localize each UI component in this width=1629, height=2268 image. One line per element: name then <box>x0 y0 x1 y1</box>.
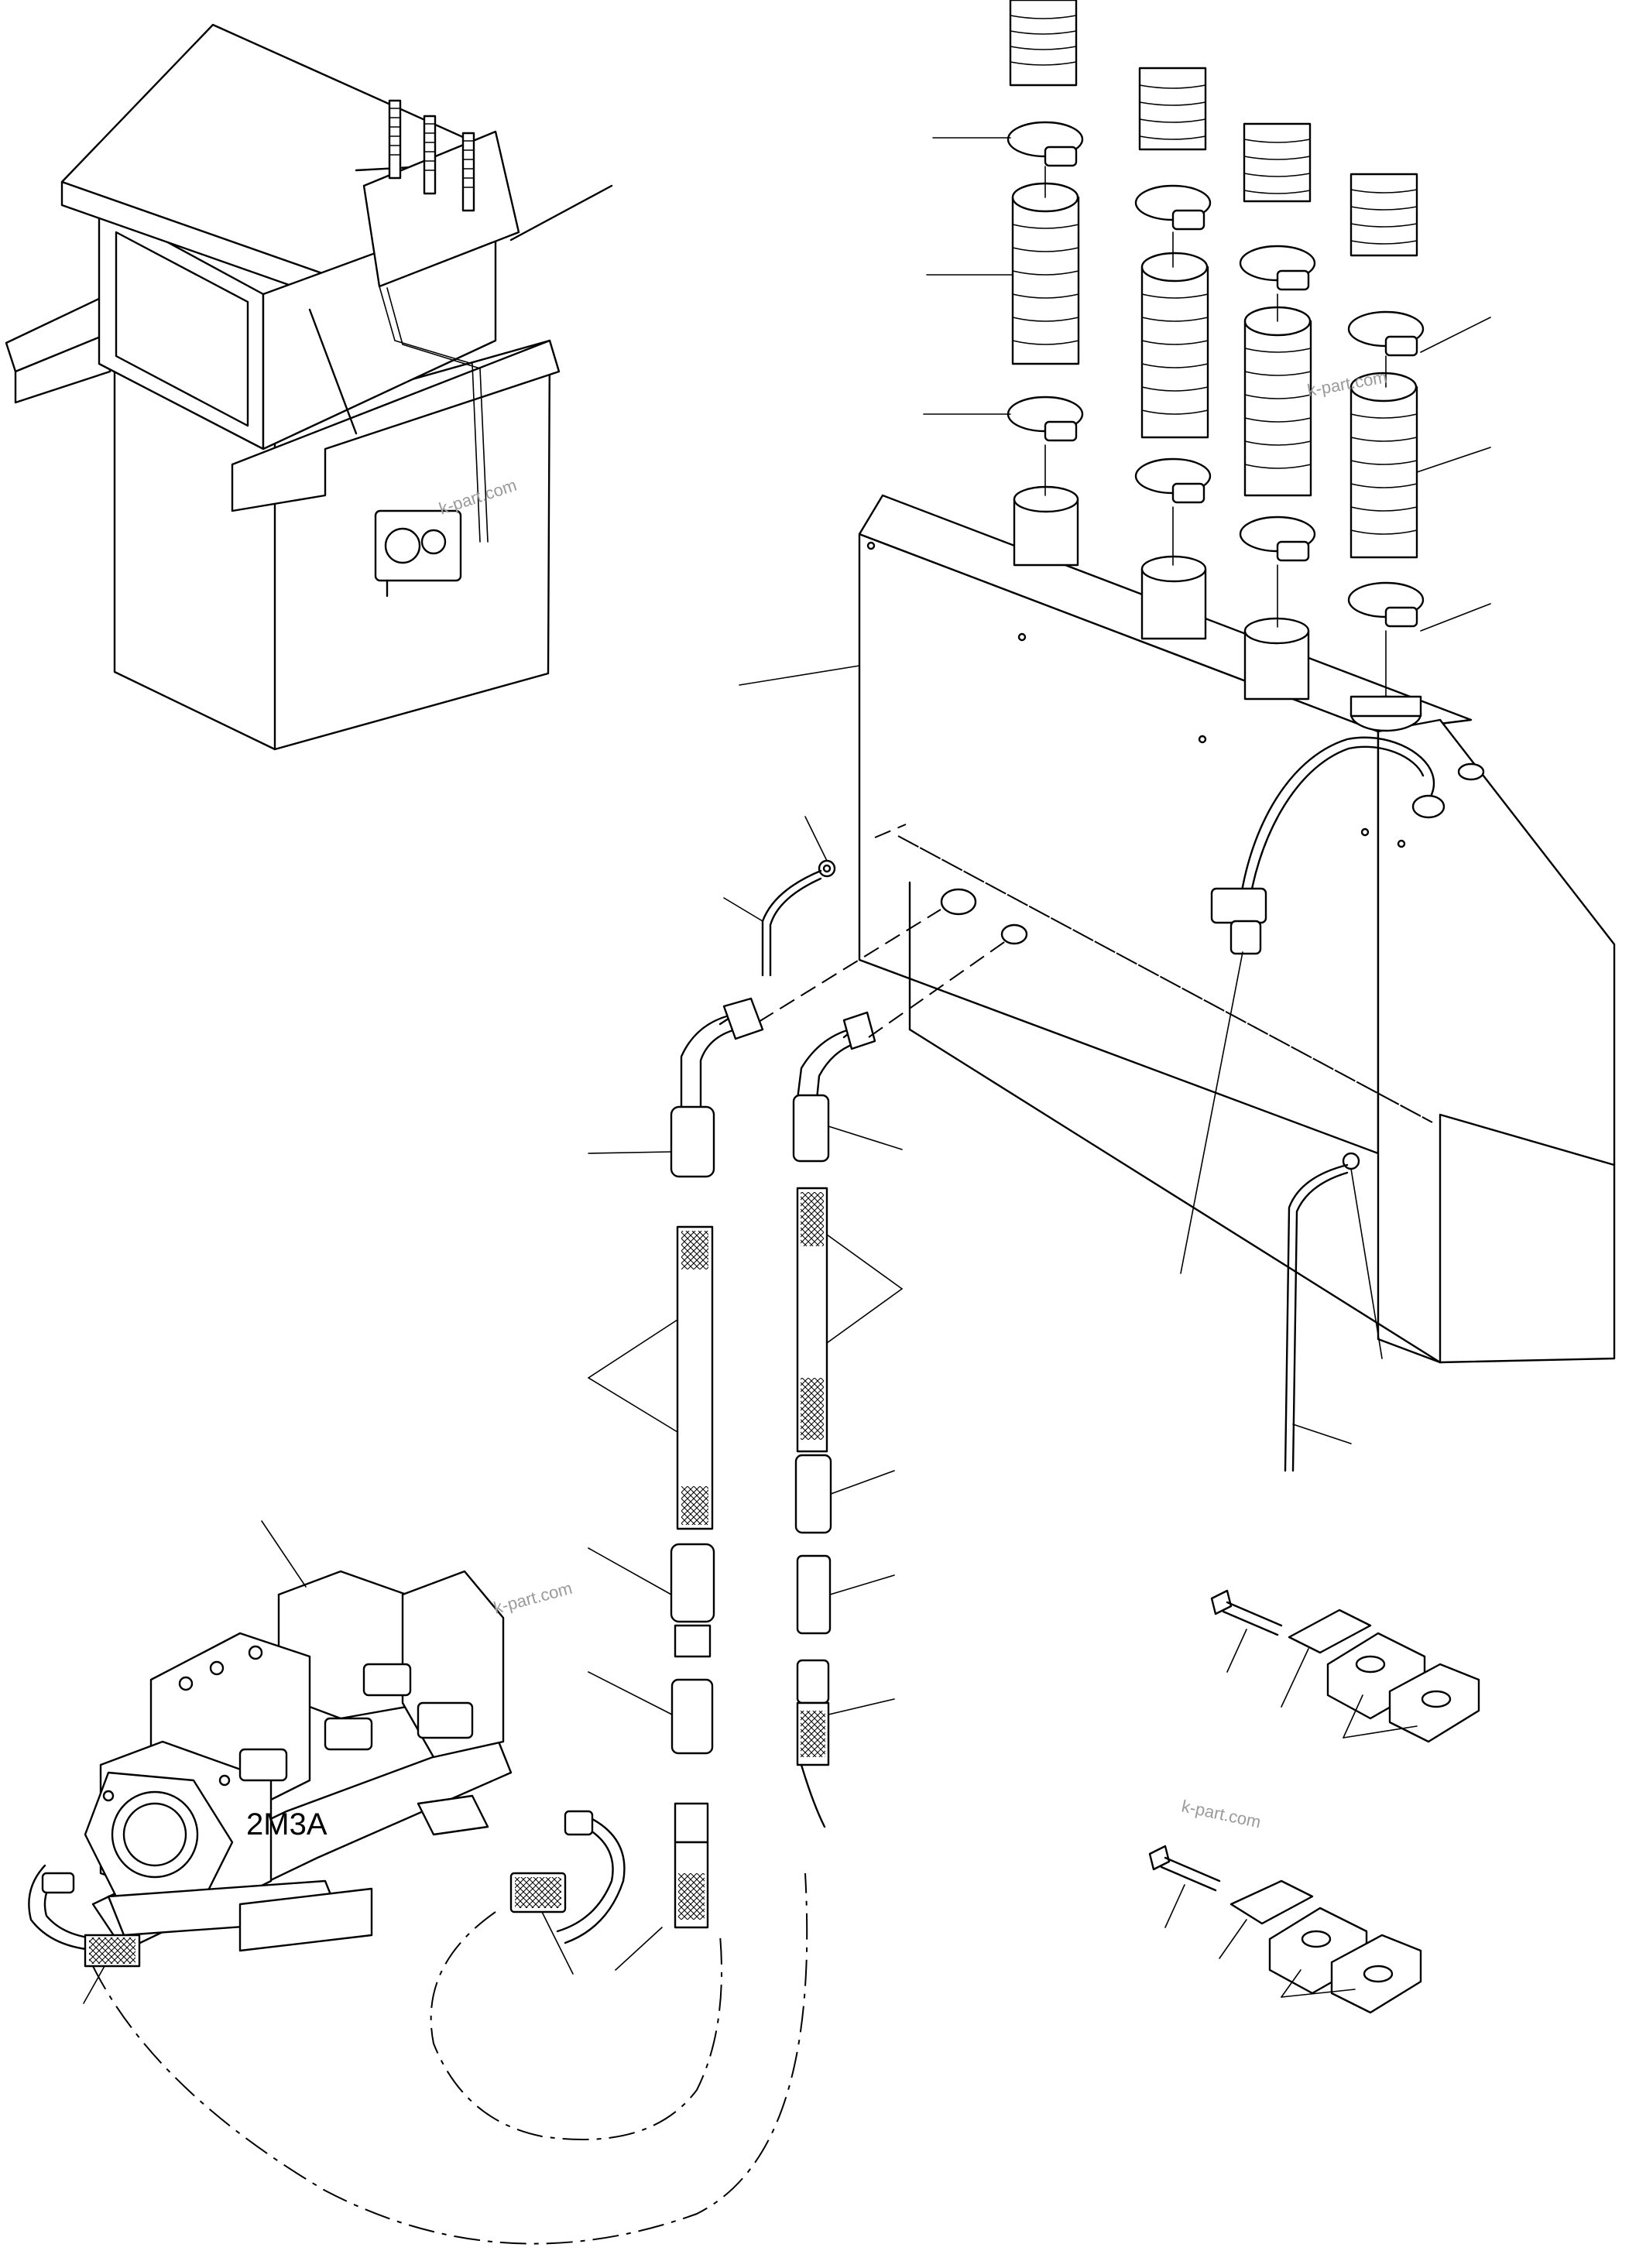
hose-assembly-left <box>670 997 764 1929</box>
overview-pump-unit <box>374 509 462 598</box>
level-sensor <box>1210 736 1446 955</box>
pump-hoses <box>28 1810 808 2245</box>
hose-assembly-right <box>792 1011 876 1828</box>
pump-label: 2M3A <box>246 1807 328 1841</box>
suction-hose-column-2 <box>1134 67 1212 640</box>
watermark: k-part.com <box>492 1578 574 1618</box>
tank-fittings <box>758 824 1360 1472</box>
suction-hose-column-1 <box>1007 0 1084 567</box>
machine-overview-inset <box>5 23 613 751</box>
suction-hose-column-4 <box>1347 173 1425 697</box>
clamp-set-lower <box>1148 1845 1422 2014</box>
watermark: k-part.com <box>1180 1796 1263 1831</box>
clamp-set-upper <box>1210 1589 1480 1743</box>
pump-2m3a: 2M3A <box>84 1570 513 1952</box>
suction-hose-column-3 <box>1239 122 1316 701</box>
leader-lines <box>83 137 1491 2004</box>
